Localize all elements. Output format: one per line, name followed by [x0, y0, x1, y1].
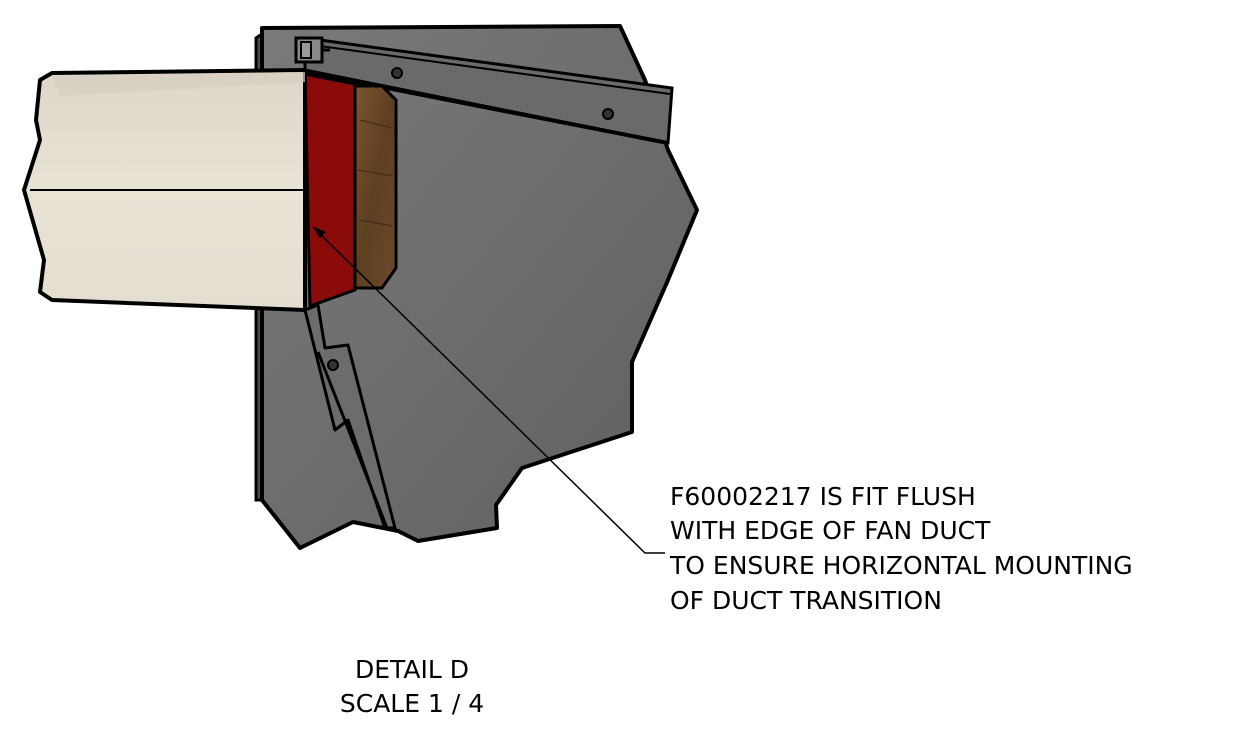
- leader-line: [312, 226, 665, 554]
- detail-title: DETAIL D: [355, 655, 469, 684]
- annotation-line-1: F60002217 IS FIT FLUSH: [670, 482, 976, 511]
- wood-spacer: [353, 84, 398, 290]
- fan-duct: [22, 68, 307, 312]
- bracket-bolt: [327, 359, 339, 371]
- annotation-line-4: OF DUCT TRANSITION: [670, 586, 942, 615]
- rail-bolt-1: [391, 67, 403, 79]
- red-gasket: [303, 72, 357, 309]
- detail-scale: SCALE 1 / 4: [339, 689, 485, 718]
- top-bracket: [294, 36, 330, 64]
- rail-bolt-2: [602, 108, 614, 120]
- annotation-line-3: TO ENSURE HORIZONTAL MOUNTING: [670, 551, 1133, 580]
- mounting-rail-top: [303, 36, 674, 145]
- mounting-rail-bottom: [303, 303, 397, 530]
- annotation-line-2: WITH EDGE OF FAN DUCT: [670, 516, 991, 545]
